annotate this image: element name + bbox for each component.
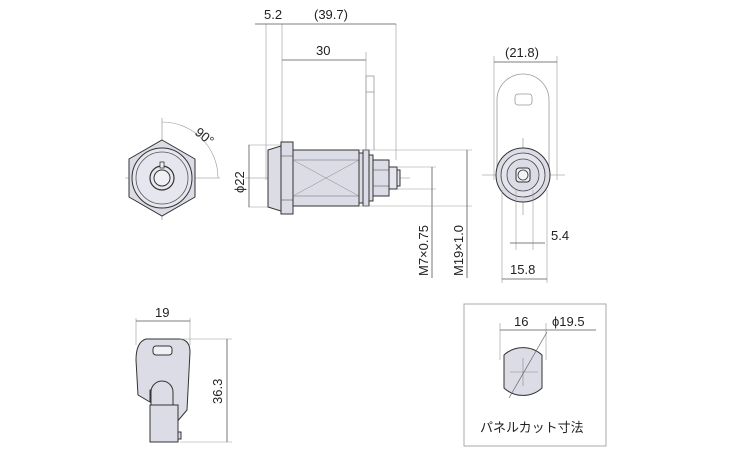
rear-view: (21.8) 5.4 15.8	[482, 45, 569, 283]
panel-cut-caption: パネルカット寸法	[480, 421, 584, 436]
key-dim-width: 19	[155, 305, 169, 320]
panel-dim-flat: 16	[514, 314, 528, 329]
thread-large: M19×1.0	[451, 225, 466, 276]
panel-cut: 16 ϕ19.5 パネルカット寸法	[463, 303, 607, 447]
dim-diameter: ϕ22	[232, 171, 247, 193]
key-dim-height: 36.3	[210, 379, 225, 404]
dim-flat: 15.8	[510, 262, 535, 277]
thread-small: M7×0.75	[416, 225, 431, 276]
dim-cam-width: (21.8)	[505, 45, 539, 60]
side-view: 5.2 (39.7) 30 ϕ22	[232, 7, 472, 278]
key-view: 19 36.3	[135, 305, 232, 443]
front-view: 90°	[125, 118, 220, 220]
dim-overall: (39.7)	[314, 7, 348, 22]
dim-body: 30	[316, 43, 330, 58]
panel-dim-diameter: ϕ19.5	[552, 314, 585, 329]
dim-flange: 5.2	[264, 7, 282, 22]
angle-label: 90°	[192, 124, 217, 148]
dim-shaft: 5.4	[551, 228, 569, 243]
